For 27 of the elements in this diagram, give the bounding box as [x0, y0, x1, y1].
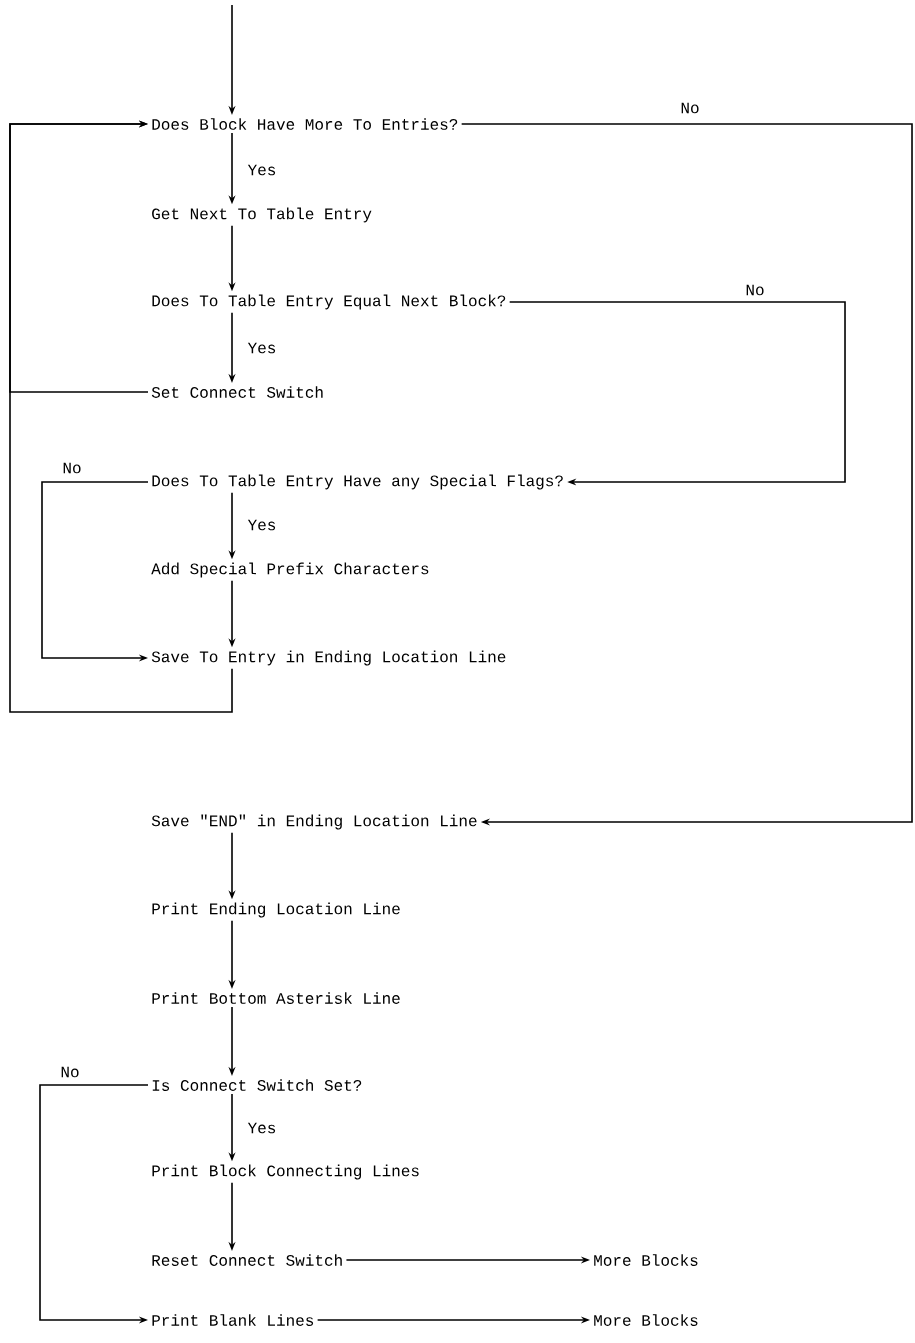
step-text: Reset Connect Switch [152, 1254, 342, 1266]
step-text: Does To Table Entry Have any Special Flags? [152, 474, 563, 490]
step-text: Does Block Have More To Entries? [152, 118, 458, 130]
edge-label: No [679, 101, 701, 115]
step-text: Get Next To Table Entry [152, 207, 372, 223]
step-text: Print Bottom Asterisk Line [152, 992, 400, 1004]
edge-label: No [744, 283, 766, 297]
edge-label: Yes [246, 341, 278, 355]
edge-label: Yes [246, 518, 278, 532]
edge-label: Yes [246, 163, 278, 177]
edge-label: Yes [246, 1121, 278, 1135]
step-text: Save "END" in Ending Location Line [151, 814, 477, 830]
step-text: Add Special Prefix Characters [151, 562, 429, 578]
step-text: Does To Table Entry Equal Next Block? [152, 294, 506, 310]
step-text: Set Connect Switch [151, 386, 323, 398]
step-text: More Blocks [594, 1314, 698, 1326]
arrow [9, 120, 233, 713]
edge-label: No [61, 461, 83, 475]
step-text: Save To Entry in Ending Location Line [151, 650, 506, 666]
step-text: Print Ending Location Line [152, 902, 400, 918]
step-text: Print Block Connecting Lines [152, 1164, 419, 1180]
step-text: Print Blank Lines [152, 1314, 314, 1326]
step-text: Is Connect Switch Set? [152, 1079, 362, 1091]
arrow [460, 123, 913, 826]
step-text: More Blocks [594, 1254, 698, 1266]
arrow [508, 301, 846, 486]
edge-label: No [59, 1065, 81, 1079]
